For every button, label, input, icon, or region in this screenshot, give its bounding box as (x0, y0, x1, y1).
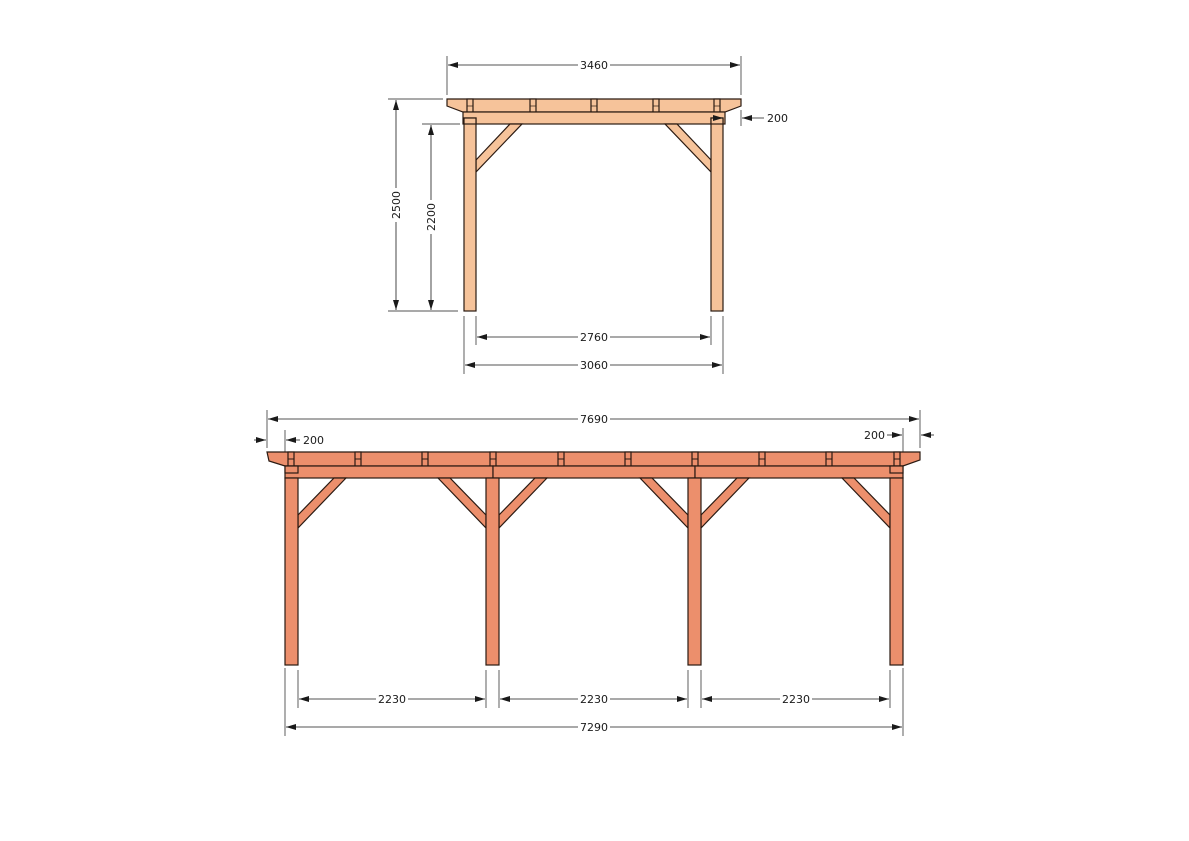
dimension-label: 7690 (580, 413, 608, 426)
dimension-overhang-left: 200 (254, 430, 324, 464)
dimension-label: 2200 (425, 203, 438, 231)
post (284, 477, 299, 666)
dimension-label: 200 (767, 112, 788, 125)
post (889, 477, 904, 666)
roof-beam (446, 98, 742, 113)
purlin-notches (287, 451, 901, 467)
dimension-overhang: 200 (712, 110, 788, 126)
dimension-label: 2230 (782, 693, 810, 706)
dimension-label: 2760 (580, 331, 608, 344)
post (485, 477, 500, 666)
main-beam (462, 111, 726, 125)
dimension-roof-length: 7690 (266, 410, 921, 448)
dimension-total-height: 2500 (388, 98, 458, 312)
brace-right (663, 123, 712, 174)
dimension-label: 7290 (580, 721, 608, 734)
dimension-outer-post-span: 3060 (463, 316, 724, 374)
main-beam-segment (492, 465, 696, 479)
main-beam-segment (694, 465, 904, 479)
roof-beam (266, 451, 921, 467)
post-right (710, 117, 724, 312)
dimension-label: 3460 (580, 59, 608, 72)
braces (297, 477, 891, 530)
dimension-bay-2: 2230 (500, 693, 687, 706)
dimension-clear-height: 2200 (422, 123, 460, 310)
dimension-label: 200 (303, 434, 324, 447)
dimension-bay-3: 2230 (702, 693, 889, 706)
dimension-outer-post-span: 7290 (286, 721, 902, 734)
dimension-label: 3060 (580, 359, 608, 372)
dimension-inner-post-span: 2760 (475, 316, 712, 345)
post (687, 477, 702, 666)
dimension-label: 2230 (580, 693, 608, 706)
side-view-drawing: 3460 (388, 56, 788, 374)
brace-left (475, 123, 524, 174)
dimension-label: 2230 (378, 693, 406, 706)
dimension-bay-1: 2230 (299, 693, 485, 706)
post-left (463, 117, 477, 312)
dimension-roof-width: 3460 (446, 56, 742, 95)
dimension-label: 200 (864, 429, 885, 442)
main-beam-segment (284, 465, 494, 479)
front-view-drawing: 7690 200 200 (254, 410, 934, 736)
dimension-label: 2500 (390, 191, 403, 219)
